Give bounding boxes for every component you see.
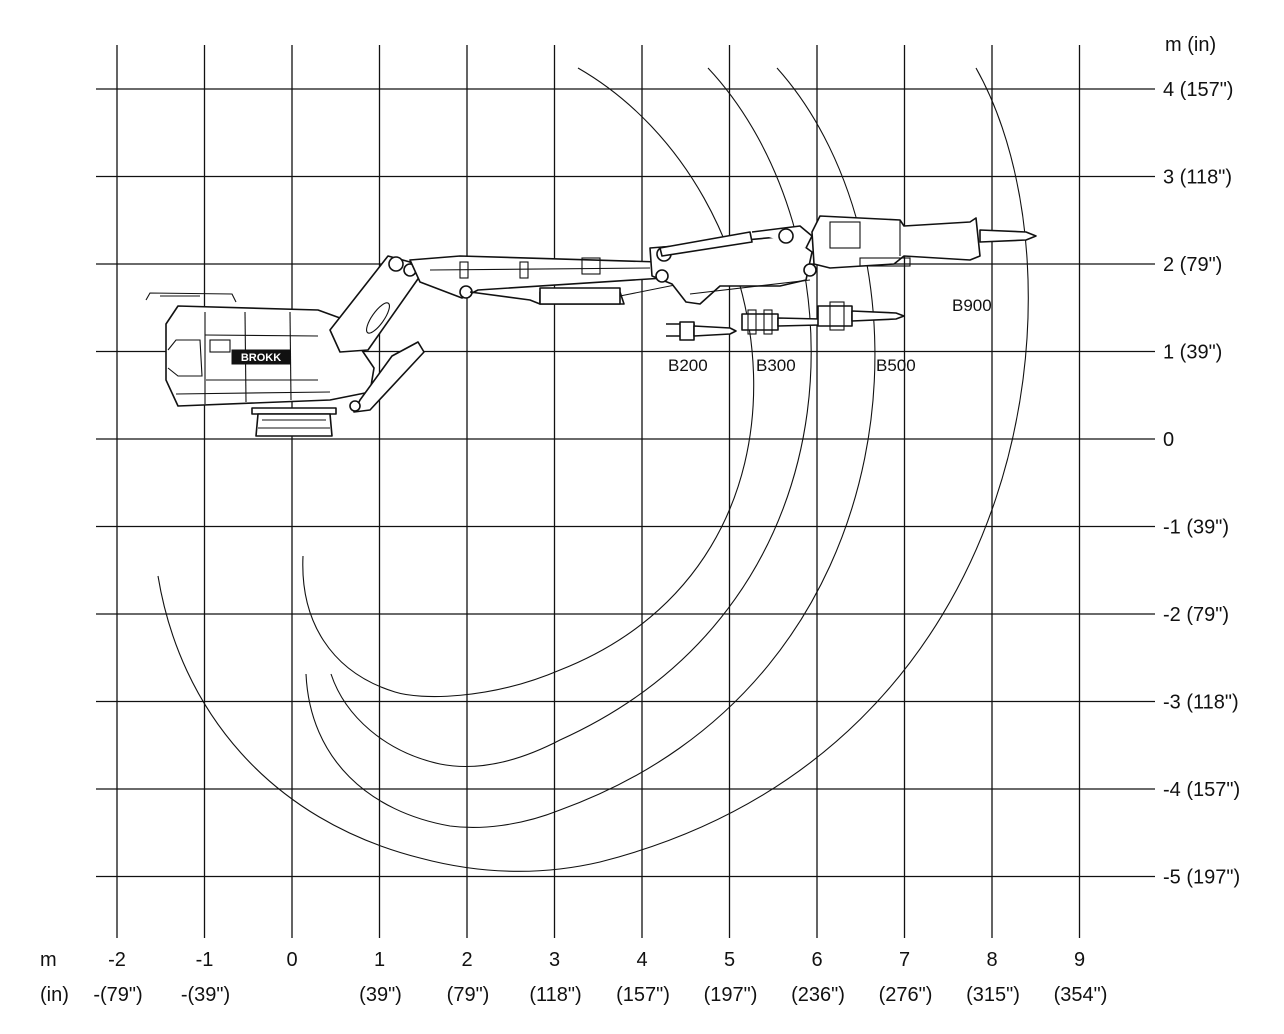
x-tick-label-m: 7 xyxy=(899,949,910,971)
brand-label: BROKK xyxy=(241,352,281,364)
boom-second-section xyxy=(409,255,665,299)
x-tick-label-m: 2 xyxy=(461,949,472,971)
x-tick-label-m: 3 xyxy=(549,949,560,971)
tool-label-b300: B300 xyxy=(756,356,796,375)
x-tick-label-in: (236") xyxy=(791,984,845,1006)
y-tick-label: -4 (157") xyxy=(1163,779,1240,801)
x-tick-label-in: (39") xyxy=(359,984,402,1006)
rear-handle xyxy=(145,292,237,303)
x-unit-alt-label: (in) xyxy=(40,984,69,1006)
reach-arcs xyxy=(157,67,1029,872)
demolition-robot: BROKK xyxy=(145,215,1037,437)
outrigger xyxy=(353,341,425,413)
brand-plate xyxy=(231,349,291,365)
x-tick-label-in: (118") xyxy=(529,984,581,1006)
breaker-b900 xyxy=(811,215,981,269)
y-tick-label: -1 (39") xyxy=(1163,517,1229,539)
tool-label-b500: B500 xyxy=(876,356,916,375)
x-tick-label-m: 4 xyxy=(636,949,647,971)
x-tick-label-m: -2 xyxy=(108,949,126,971)
x-tick-label-m: 9 xyxy=(1074,949,1085,971)
x-tick-label-in: (157") xyxy=(616,984,670,1006)
y-tick-label: 3 (118") xyxy=(1163,167,1232,189)
tool-label-b200: B200 xyxy=(668,356,708,375)
y-tick-label: -3 (118") xyxy=(1163,692,1239,714)
breaker-b500 xyxy=(817,301,905,331)
y-tick-label: 2 (79") xyxy=(1163,254,1222,276)
x-tick-label-in: (197") xyxy=(704,984,758,1006)
x-tick-label-in: -(39") xyxy=(181,984,230,1006)
x-tick-label-m: -1 xyxy=(196,949,214,971)
y-unit-label: m (in) xyxy=(1165,34,1216,56)
x-unit-label: m xyxy=(40,949,57,971)
x-tick-label-m: 1 xyxy=(374,949,385,971)
y-tick-label: -5 (197") xyxy=(1163,867,1240,889)
tool-label-b900: B900 xyxy=(952,296,992,315)
breaker-b300 xyxy=(741,309,827,335)
x-tick-label-m: 5 xyxy=(724,949,735,971)
reach-arc-b900 xyxy=(157,67,1029,872)
y-tick-label: 4 (157") xyxy=(1163,79,1233,101)
x-tick-label-m: 6 xyxy=(811,949,822,971)
y-tick-label: 0 xyxy=(1163,429,1174,451)
x-tick-label-in: (79") xyxy=(447,984,490,1006)
reach-arc-b300 xyxy=(330,67,812,767)
y-axis-labels: 4 (157") 3 (118") 2 (79") 1 (39") 0 -1 (39") -… xyxy=(1163,79,1240,889)
x-tick-label-in: (354") xyxy=(1054,984,1108,1006)
turntable xyxy=(251,407,337,415)
breaker-b200 xyxy=(666,321,737,341)
grid xyxy=(96,45,1155,938)
x-tick-label-in: (315") xyxy=(966,984,1020,1006)
x-axis-labels: -2 -(79") -1 -(39") 0 1 (39") 2 (79") 3 (118") 4 (15… xyxy=(93,949,1107,1006)
x-tick-label-m: 0 xyxy=(286,949,297,971)
x-tick-label-in: -(79") xyxy=(93,984,142,1006)
y-tick-label: -2 (79") xyxy=(1163,604,1229,626)
x-tick-label-m: 8 xyxy=(986,949,997,971)
y-tick-label: 1 (39") xyxy=(1163,342,1222,364)
x-tick-label-in: (276") xyxy=(879,984,933,1006)
reach-arc-b500 xyxy=(305,67,876,828)
